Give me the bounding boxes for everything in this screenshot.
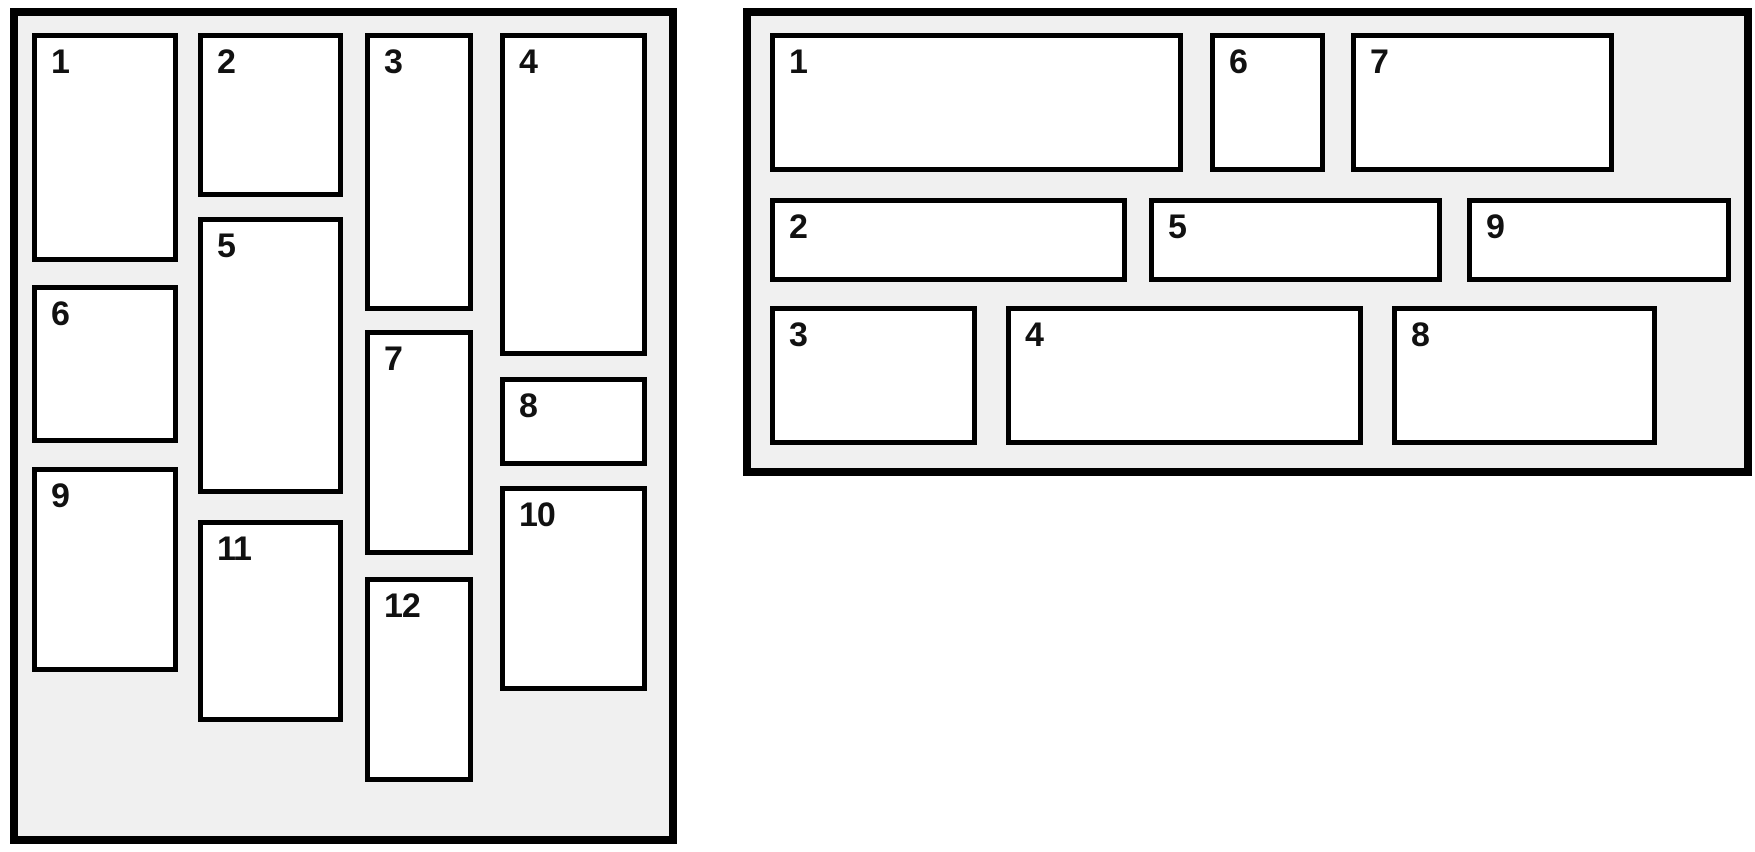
row-box-3: 3: [770, 306, 977, 445]
box-number: 6: [1229, 43, 1248, 81]
row-box-6: 6: [1210, 33, 1325, 172]
row-box-5: 5: [1149, 198, 1442, 282]
masonry-box-10: 10: [500, 486, 647, 691]
box-number: 9: [51, 477, 70, 515]
box-number: 9: [1486, 208, 1505, 246]
box-number: 10: [519, 496, 556, 534]
masonry-box-6: 6: [32, 285, 178, 443]
row-box-2: 2: [770, 198, 1127, 282]
masonry-box-3: 3: [365, 33, 473, 311]
box-number: 11: [217, 530, 252, 568]
box-number: 6: [51, 295, 70, 333]
masonry-box-7: 7: [365, 330, 473, 555]
masonry-box-1: 1: [32, 33, 178, 262]
masonry-box-8: 8: [500, 377, 647, 466]
box-number: 7: [384, 340, 403, 378]
row-box-7: 7: [1351, 33, 1614, 172]
box-number: 4: [519, 43, 538, 81]
box-number: 12: [384, 587, 421, 625]
box-number: 2: [217, 43, 236, 81]
masonry-box-12: 12: [365, 577, 473, 782]
box-number: 2: [789, 208, 808, 246]
masonry-box-4: 4: [500, 33, 647, 356]
row-box-4: 4: [1006, 306, 1363, 445]
box-number: 1: [51, 43, 70, 81]
row-box-8: 8: [1392, 306, 1657, 445]
box-number: 4: [1025, 316, 1044, 354]
box-number: 7: [1370, 43, 1389, 81]
box-number: 5: [1168, 208, 1187, 246]
box-number: 8: [519, 387, 538, 425]
box-number: 8: [1411, 316, 1430, 354]
row-box-9: 9: [1467, 198, 1731, 282]
masonry-box-9: 9: [32, 467, 178, 672]
masonry-box-5: 5: [198, 217, 343, 494]
box-number: 1: [789, 43, 808, 81]
masonry-box-2: 2: [198, 33, 343, 197]
box-number: 5: [217, 227, 236, 265]
box-number: 3: [789, 316, 808, 354]
masonry-layout-panel: 1 2 3 4 5 6 7 8 9 10 11 12: [10, 8, 677, 844]
box-number: 3: [384, 43, 403, 81]
masonry-box-11: 11: [198, 520, 343, 722]
row-box-1: 1: [770, 33, 1183, 172]
row-layout-panel: 1 6 7 2 5 9 3 4 8: [743, 8, 1752, 476]
